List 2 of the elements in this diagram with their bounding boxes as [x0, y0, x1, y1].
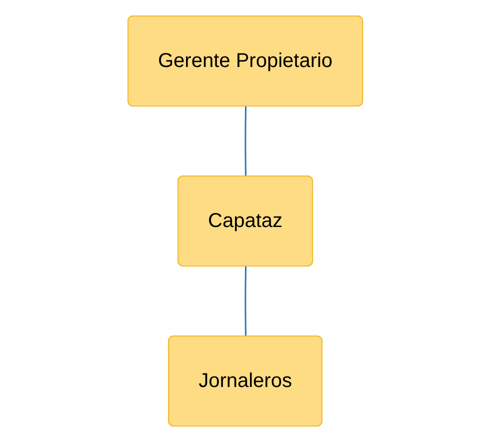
- connector: [244, 266, 247, 336]
- connector: [244, 106, 247, 176]
